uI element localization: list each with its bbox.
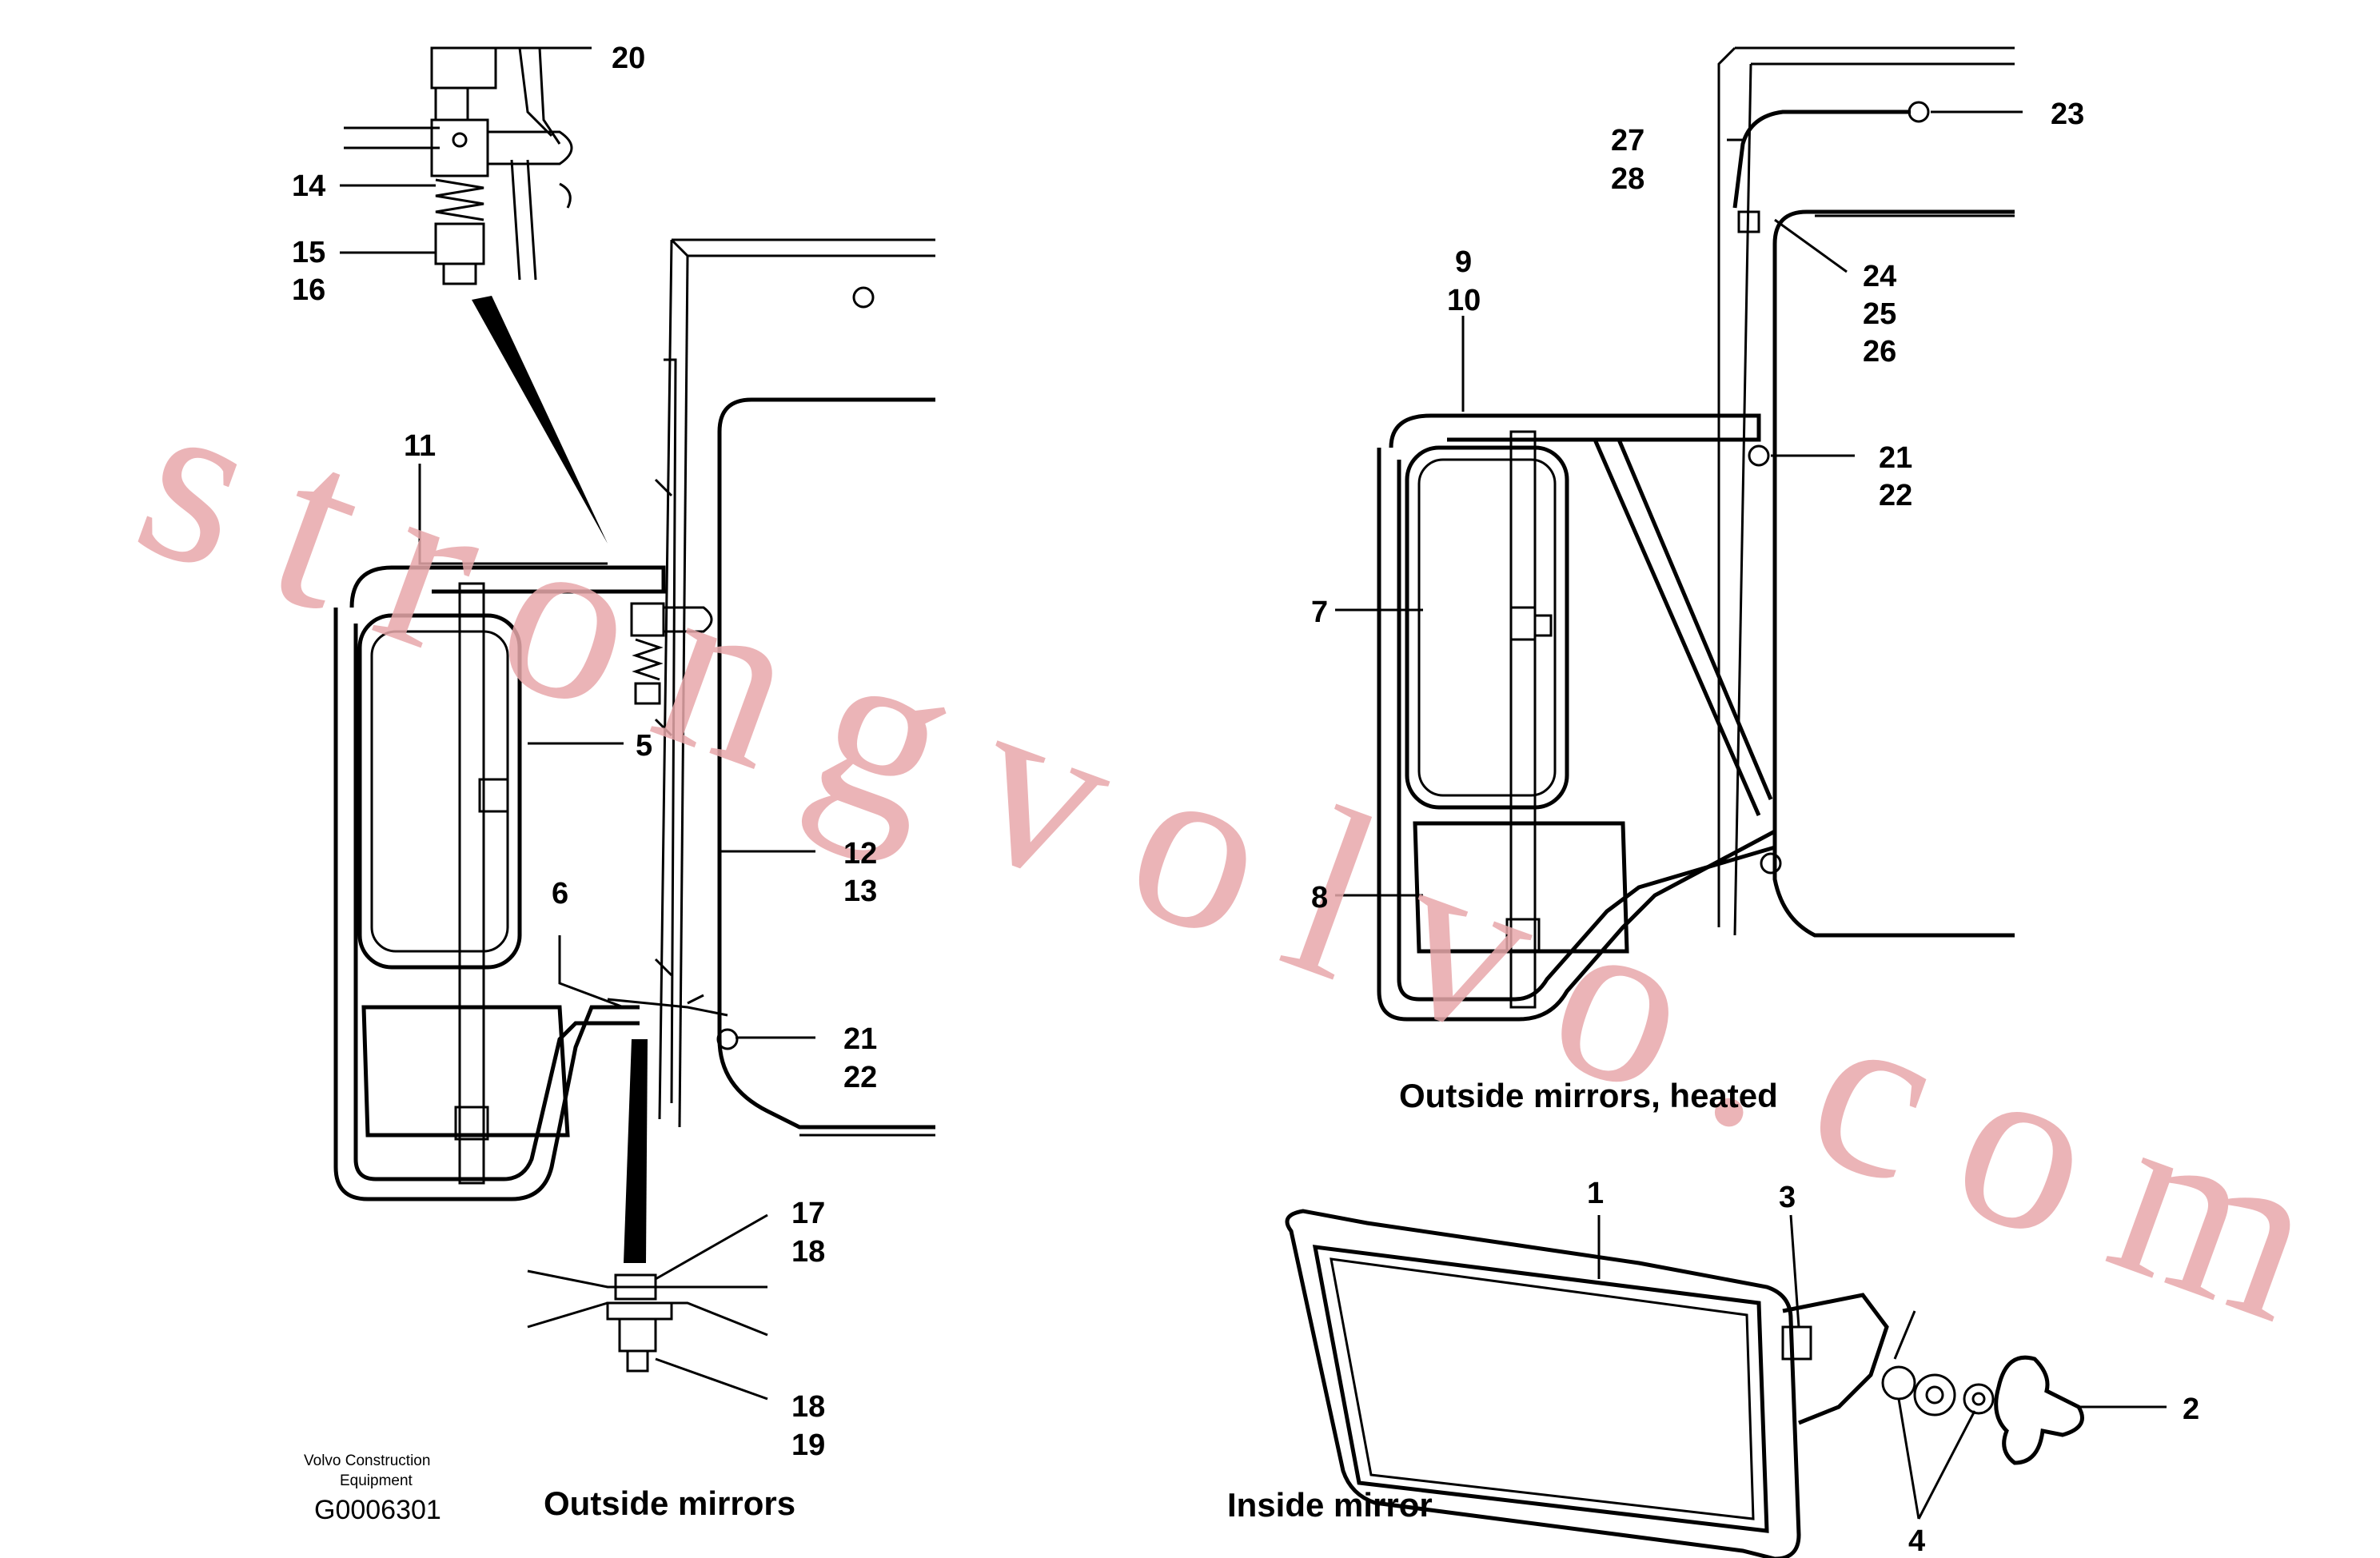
publisher-line-2: Equipment: [340, 1472, 413, 1489]
caption-outside-mirrors-heated: Outside mirrors, heated: [1399, 1077, 1778, 1114]
callout-10: 10: [1447, 284, 1481, 317]
callout-16: 16: [292, 273, 325, 307]
caption-inside-mirror: Inside mirror: [1227, 1486, 1433, 1524]
callout-8: 8: [1311, 881, 1328, 914]
captions: Outside mirrors Outside mirrors, heated …: [544, 1077, 1778, 1524]
inside-mirror-assembly: [1285, 1209, 2084, 1558]
leader-lines: [340, 46, 2167, 1520]
callout-11: 11: [404, 429, 436, 463]
publisher-line-1: Volvo Construction: [304, 1452, 430, 1469]
callout-12: 12: [843, 837, 877, 871]
callout-25: 25: [1863, 297, 1896, 331]
callout-6: 6: [552, 877, 568, 910]
callout-18-upper: 18: [791, 1235, 825, 1269]
caption-outside-mirrors: Outside mirrors: [544, 1484, 795, 1522]
callout-13: 13: [843, 875, 877, 908]
callout-14: 14: [292, 169, 325, 203]
callout-27: 27: [1611, 124, 1644, 157]
callout-4: 4: [1908, 1524, 1925, 1558]
bolt-detail: [527, 1039, 768, 1373]
callout-2: 2: [2183, 1393, 2199, 1426]
callout-28: 28: [1611, 162, 1644, 196]
callout-1: 1: [1587, 1177, 1604, 1210]
callout-21-heated: 21: [1879, 441, 1912, 475]
callout-21-outside: 21: [843, 1022, 877, 1056]
callout-3: 3: [1779, 1181, 1796, 1214]
outside-mirror-assembly: [333, 238, 935, 1201]
callout-7: 7: [1311, 596, 1328, 629]
callout-labels: 20 14 15 16 11 5 12 13 6 21 22 17 18 18 …: [292, 42, 2199, 1558]
watermark: strongvolvo.com: [110, 341, 2349, 1373]
callout-5: 5: [636, 729, 652, 763]
callout-22-heated: 22: [1879, 479, 1912, 512]
callout-20: 20: [612, 42, 645, 75]
hinge-detail: [344, 46, 608, 544]
callout-19: 19: [791, 1428, 825, 1462]
heated-mirror-assembly: [1377, 46, 2015, 1022]
drawing-code: G0006301: [314, 1495, 441, 1525]
callout-22-outside: 22: [843, 1061, 877, 1094]
watermark-text: strongvolvo.com: [110, 341, 2349, 1373]
callout-15: 15: [292, 236, 325, 269]
callout-26: 26: [1863, 335, 1896, 369]
publisher-block: Volvo Construction Equipment G0006301: [304, 1452, 441, 1525]
callout-9: 9: [1455, 245, 1472, 279]
callout-18-lower: 18: [791, 1390, 825, 1424]
callout-23: 23: [2051, 98, 2084, 131]
callout-24: 24: [1863, 260, 1896, 293]
callout-17: 17: [791, 1197, 825, 1230]
